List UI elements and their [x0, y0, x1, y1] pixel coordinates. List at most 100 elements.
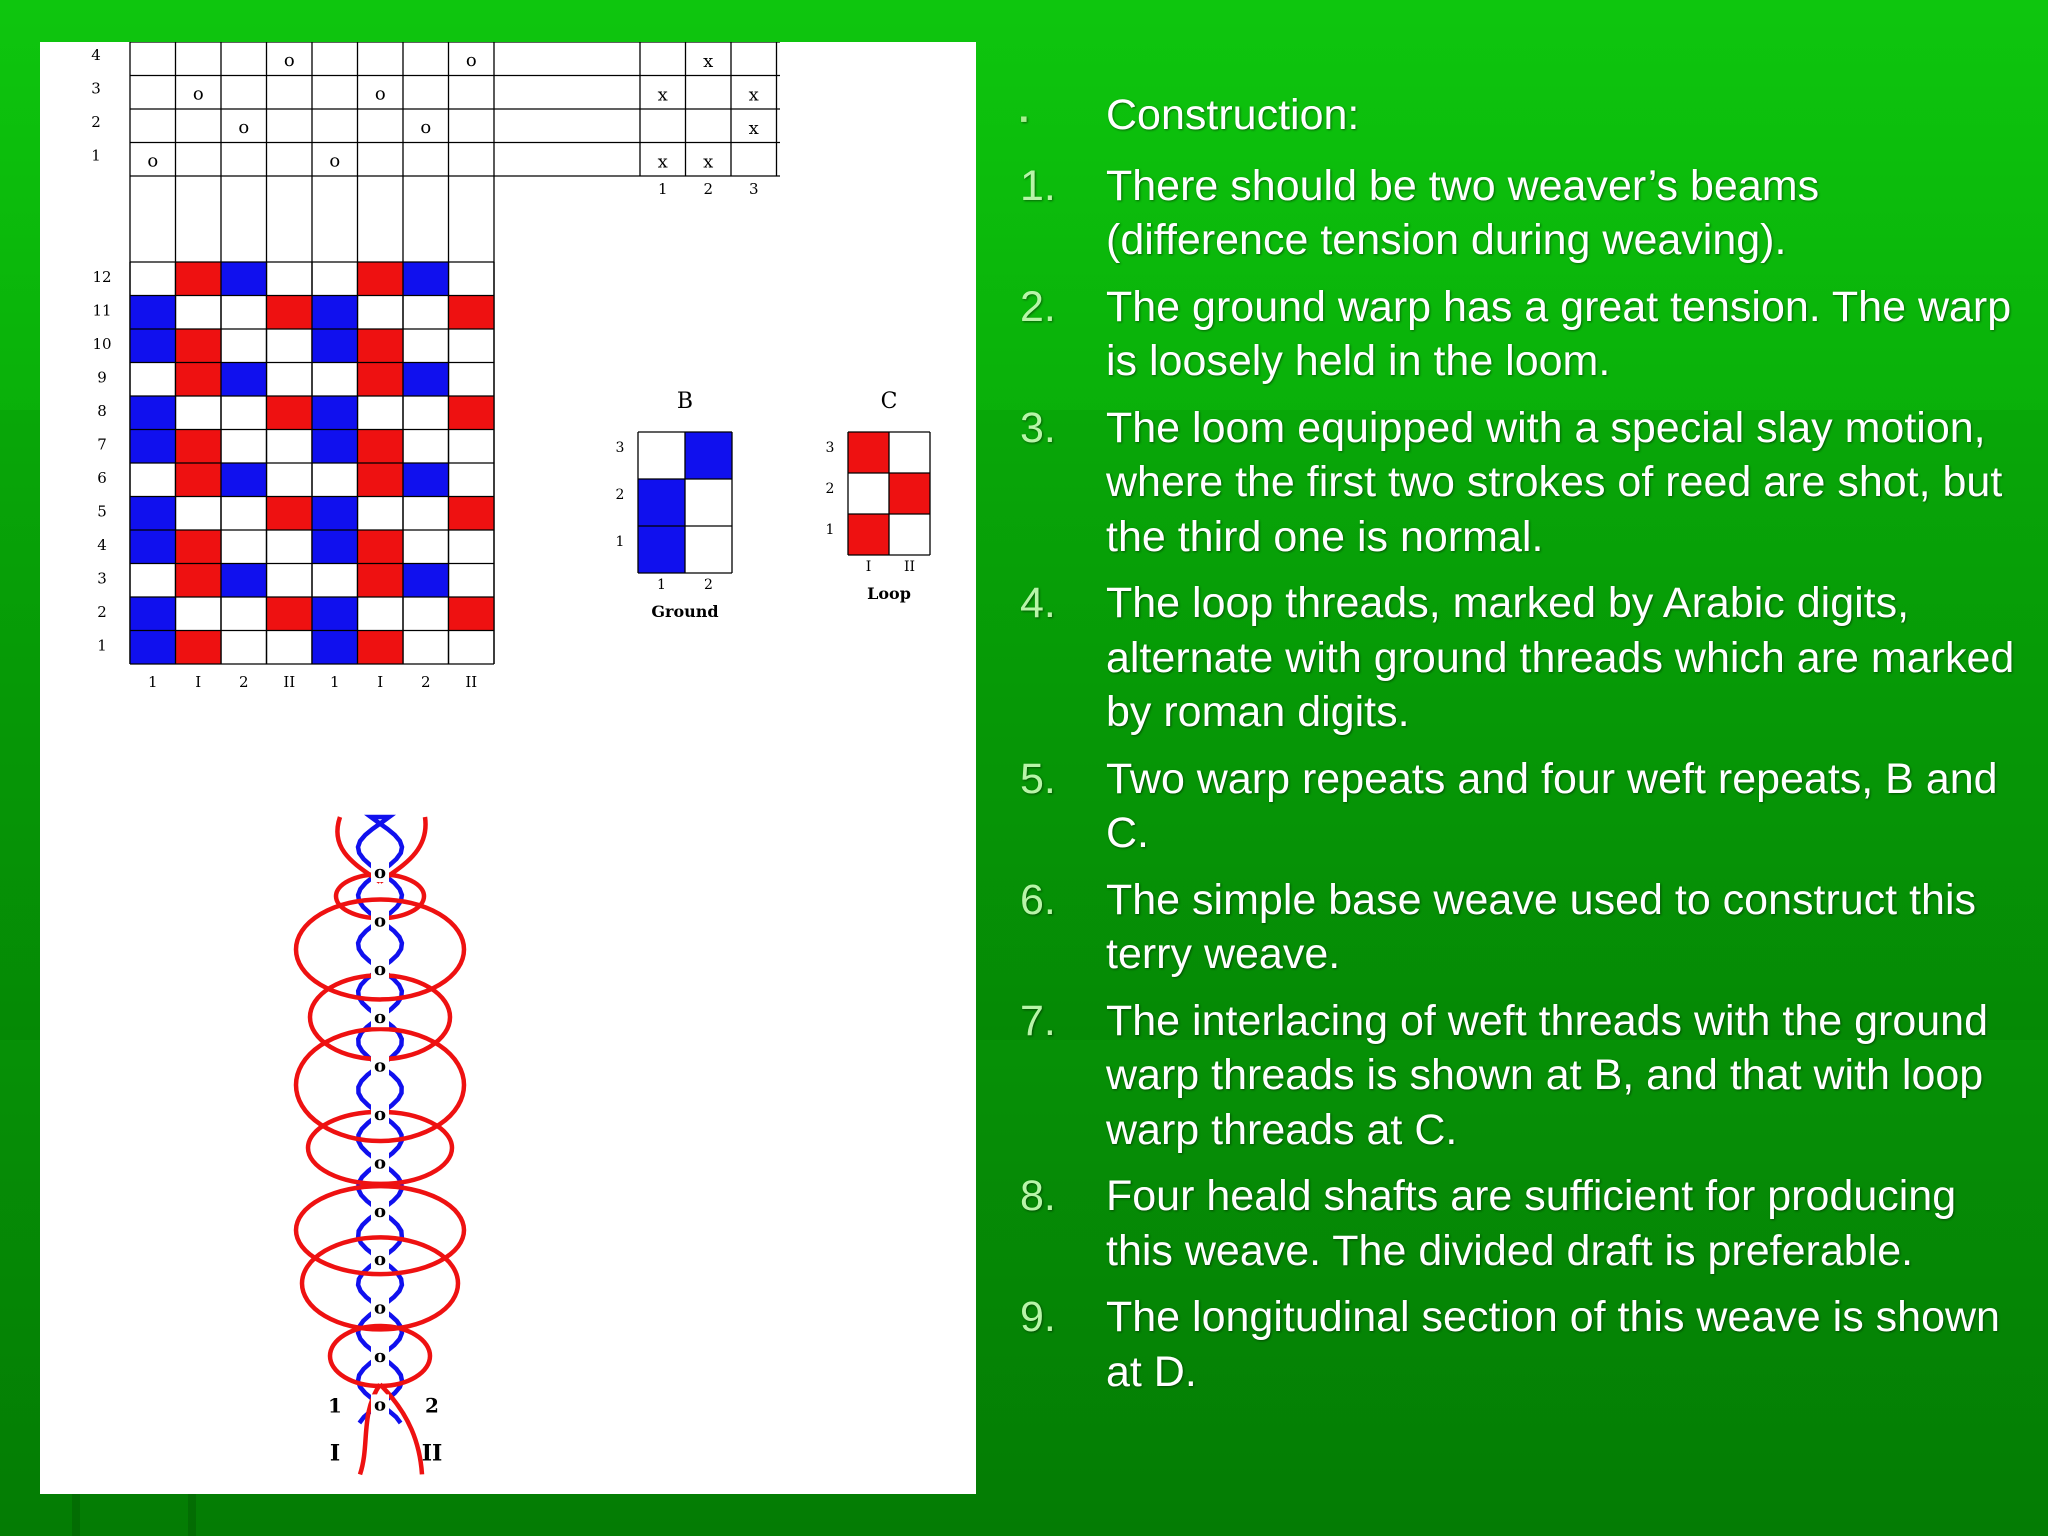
- weft-pick-background: [371, 1297, 389, 1318]
- weave-cell: [403, 262, 449, 296]
- weft-pick-mark: o: [374, 862, 386, 883]
- weave-cell: [312, 396, 358, 430]
- weave-cell: [266, 597, 312, 631]
- weave-cell: [448, 295, 494, 329]
- weave-cell: [357, 362, 403, 396]
- weave-cell: [357, 429, 403, 463]
- loop-warp-thread: [357, 1383, 382, 1476]
- lift-mark: x: [703, 51, 713, 72]
- lift-mark: x: [749, 85, 759, 106]
- weave-cell: [312, 429, 358, 463]
- weft-pick-background: [371, 862, 389, 882]
- lift-column-label: 3: [749, 180, 759, 198]
- grid-b-column-label: 1: [657, 577, 666, 593]
- heading-row: ▪Construction:: [1020, 88, 2020, 147]
- weave-cell: [175, 630, 221, 664]
- list-item-number: 7.: [1020, 996, 1056, 1045]
- weave-cell: [312, 530, 358, 564]
- weave-column-label: 1: [330, 673, 340, 691]
- grid-b-cell: [685, 432, 732, 479]
- weave-cell: [448, 496, 494, 530]
- grid-c-letter: C: [881, 389, 898, 414]
- terry-loop: [293, 1026, 467, 1144]
- weave-cell: [130, 329, 176, 363]
- list-item: 7.The interlacing of weft threads with t…: [1020, 994, 2020, 1158]
- weft-pick-background: [371, 1249, 389, 1270]
- section-ground-roman: II: [422, 1440, 443, 1466]
- draft-row-label: 2: [91, 113, 101, 131]
- grid-c-cell: [848, 514, 889, 555]
- draft-mark: o: [193, 84, 204, 105]
- list-item-text: The loom equipped with a special slay mo…: [1106, 403, 2003, 561]
- list-item-number: 3.: [1020, 403, 1056, 452]
- weave-cell: [357, 329, 403, 363]
- weave-cell: [221, 563, 267, 597]
- list-item-text: The longitudinal section of this weave i…: [1106, 1293, 2000, 1396]
- weft-pick-mark: o: [374, 959, 386, 980]
- weave-cell: [266, 295, 312, 329]
- weave-cell: [357, 563, 403, 597]
- weave-row-label: 12: [92, 268, 111, 286]
- weave-row-label: 4: [97, 536, 107, 554]
- lift-mark: x: [658, 152, 668, 173]
- weft-pick-background: [371, 1394, 389, 1415]
- weave-cell: [130, 396, 176, 430]
- list-item-number: 6.: [1020, 875, 1056, 924]
- list-item-number: 8.: [1020, 1172, 1056, 1220]
- draft-mark: o: [147, 151, 158, 172]
- weft-pick-background: [371, 958, 389, 979]
- section-loop-number: 1: [328, 1393, 342, 1417]
- list-item: 3. The loom equipped with a special slay …: [1020, 401, 2020, 565]
- list-item-number: 9.: [1020, 1293, 1056, 1341]
- grid-b-cell: [638, 526, 685, 573]
- lift-column-label: 2: [703, 180, 713, 198]
- draft-mark: o: [284, 50, 295, 71]
- weave-column-label: I: [377, 673, 383, 691]
- grid-c-column-label: II: [904, 559, 915, 575]
- weft-pick-background: [371, 1346, 389, 1366]
- weave-row-label: 7: [97, 436, 107, 454]
- weave-cell: [130, 295, 176, 329]
- section-ground-roman: I: [330, 1440, 340, 1466]
- weave-cell: [312, 597, 358, 631]
- weave-cell: [448, 396, 494, 430]
- weave-cell: [357, 530, 403, 564]
- lift-mark: x: [658, 85, 668, 106]
- weave-cell: [175, 463, 221, 497]
- grid-b-row-label: 2: [616, 487, 625, 503]
- grid-c-cell: [848, 432, 889, 473]
- grid-c-column-label: I: [866, 559, 872, 575]
- weave-cell: [130, 630, 176, 664]
- lift-mark: x: [703, 152, 713, 173]
- weave-column-label: II: [283, 673, 295, 691]
- decor-pillar: [72, 1494, 80, 1536]
- weave-cell: [357, 630, 403, 664]
- list-item: 8.Four heald shafts are sufficient for p…: [1020, 1169, 2020, 1278]
- weave-cell: [130, 597, 176, 631]
- draft-row-label: 3: [91, 80, 101, 98]
- weave-cell: [221, 362, 267, 396]
- weft-pick-mark: o: [374, 1056, 386, 1077]
- lift-column-label: 1: [658, 180, 668, 198]
- weave-cell: [448, 597, 494, 631]
- draft-mark: o: [466, 50, 477, 71]
- weft-pick-mark: o: [374, 1152, 386, 1173]
- weave-cell: [175, 563, 221, 597]
- weave-row-label: 11: [92, 302, 111, 320]
- weave-column-label: I: [195, 673, 201, 691]
- weave-row-label: 8: [97, 402, 107, 420]
- list-item-number: 5.: [1020, 754, 1056, 803]
- weave-cell: [130, 429, 176, 463]
- weave-cell: [403, 563, 449, 597]
- weft-pick-background: [371, 1007, 389, 1028]
- weft-pick-background: [371, 1055, 389, 1076]
- list-item-number: 1.: [1020, 161, 1056, 210]
- weave-row-label: 5: [97, 503, 107, 521]
- bullet-icon: ▪: [1020, 106, 1028, 131]
- draft-mark: o: [420, 117, 431, 138]
- weave-cell: [130, 496, 176, 530]
- list-item-text: There should be two weaver’s beams (diff…: [1106, 161, 1820, 265]
- weave-cell: [175, 429, 221, 463]
